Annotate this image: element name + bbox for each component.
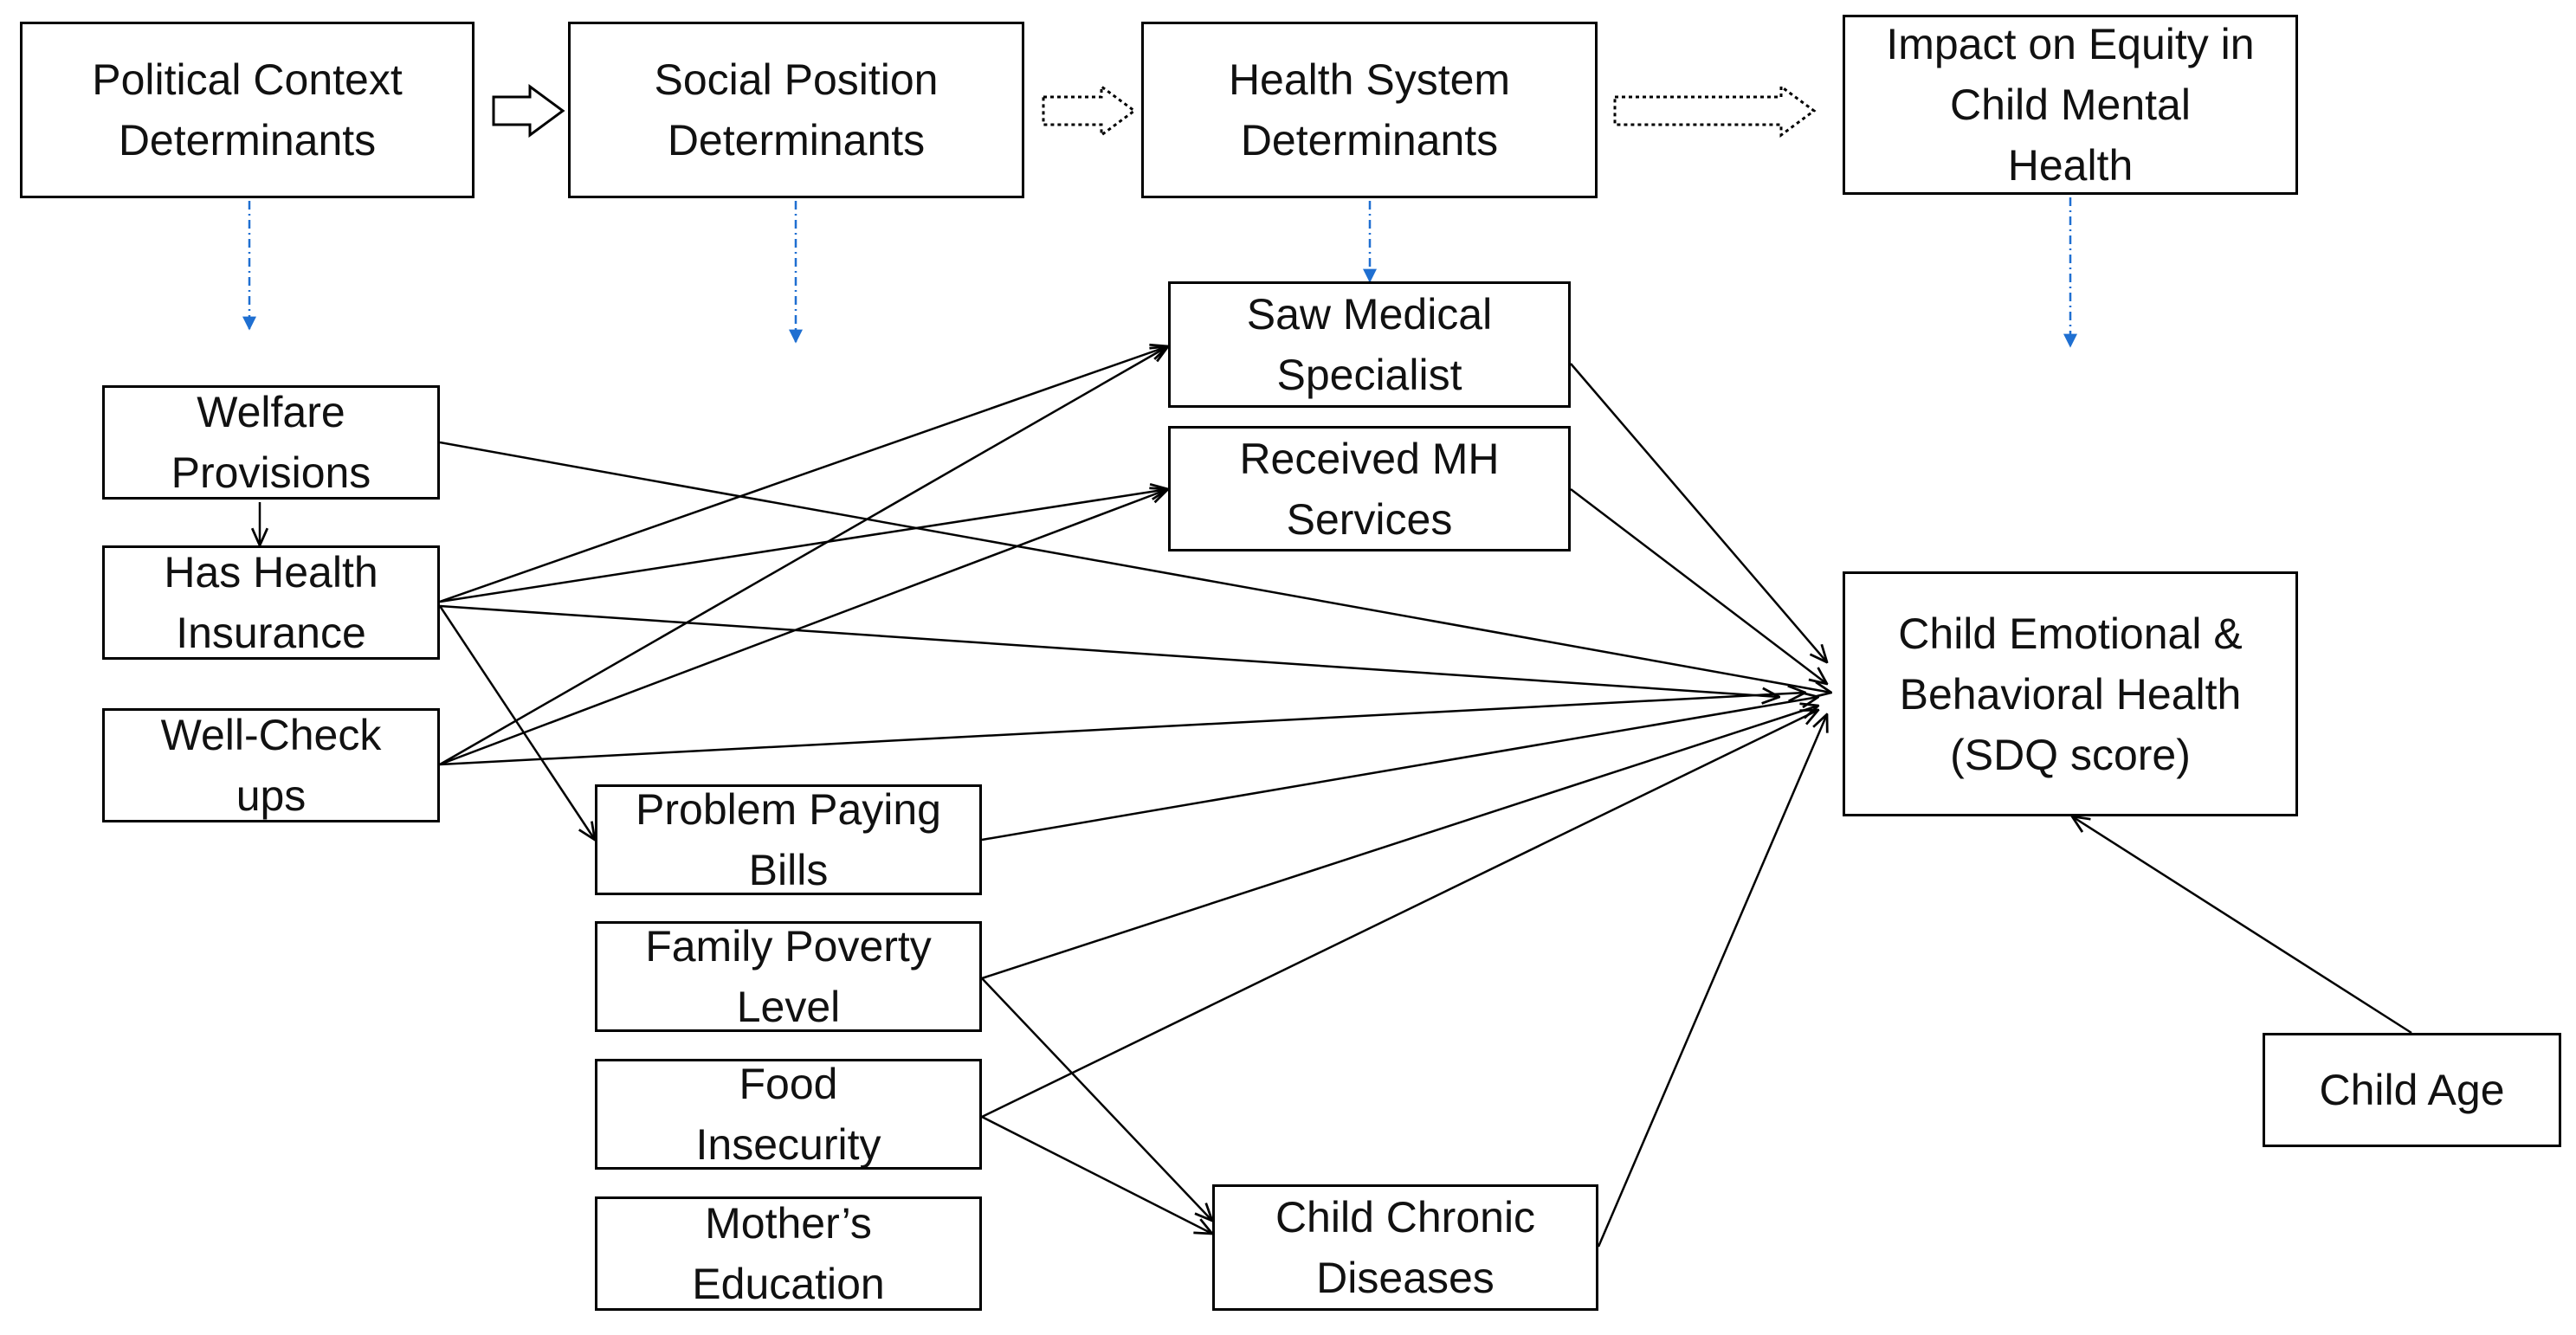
- health-system-determinants-box: Health System Determinants: [1141, 22, 1598, 198]
- edge-well-check-ups-to-child-emotional-behavioral-health: [439, 693, 1805, 766]
- family-poverty-level-box: Family Poverty Level: [595, 921, 982, 1032]
- block-arrow-social-to-health-system: [1042, 84, 1137, 138]
- child-chronic-diseases-box: Child Chronic Diseases: [1212, 1184, 1598, 1311]
- edge-has-health-insurance-to-problem-paying-bills: [438, 605, 595, 840]
- block-arrow-political-to-social: [492, 84, 565, 138]
- food-insecurity-box: Food Insecurity: [595, 1059, 982, 1170]
- edge-saw-medical-specialist-to-child-emotional-behavioral-health: [1570, 363, 1827, 662]
- saw-medical-specialist-box: Saw Medical Specialist: [1168, 281, 1571, 408]
- political-context-determinants-box: Political Context Determinants: [20, 22, 475, 198]
- problem-paying-bills-box: Problem Paying Bills: [595, 784, 982, 895]
- edge-well-check-ups-to-saw-medical-specialist: [439, 346, 1168, 766]
- received-mh-services-box: Received MH Services: [1168, 426, 1571, 551]
- edge-food-insecurity-to-child-chronic-diseases: [981, 1115, 1212, 1234]
- impact-on-equity-box: Impact on Equity in Child Mental Health: [1843, 15, 2298, 195]
- edge-problem-paying-bills-to-child-emotional-behavioral-health: [981, 697, 1818, 842]
- edge-has-health-insurance-to-saw-medical-specialist: [439, 346, 1168, 603]
- edge-family-poverty-level-to-child-chronic-diseases: [981, 977, 1212, 1221]
- edge-child-chronic-diseases-to-child-emotional-behavioral-health: [1597, 714, 1827, 1248]
- block-arrow-health-system-to-impact: [1613, 84, 1817, 138]
- well-check-ups-box: Well-Check ups: [102, 708, 440, 822]
- edge-welfare-provisions-to-child-emotional-behavioral-health: [439, 441, 1831, 693]
- welfare-provisions-box: Welfare Provisions: [102, 385, 440, 500]
- social-position-determinants-box: Social Position Determinants: [568, 22, 1024, 198]
- edge-family-poverty-level-to-child-emotional-behavioral-health: [981, 706, 1818, 980]
- has-health-insurance-box: Has Health Insurance: [102, 545, 440, 660]
- mothers-education-box: Mother’s Education: [595, 1196, 982, 1311]
- edge-food-insecurity-to-child-emotional-behavioral-health: [981, 710, 1818, 1119]
- child-age-box: Child Age: [2263, 1033, 2561, 1147]
- child-emotional-behavioral-health-box: Child Emotional & Behavioral Health (SDQ…: [1843, 571, 2298, 816]
- edge-has-health-insurance-to-child-emotional-behavioral-health: [439, 604, 1779, 697]
- edge-has-health-insurance-to-received-mh-services: [439, 489, 1168, 603]
- edge-child-age-to-child-emotional-behavioral-health: [2072, 816, 2412, 1035]
- edge-well-check-ups-to-received-mh-services: [439, 489, 1168, 766]
- edge-received-mh-services-to-child-emotional-behavioral-health: [1570, 488, 1827, 684]
